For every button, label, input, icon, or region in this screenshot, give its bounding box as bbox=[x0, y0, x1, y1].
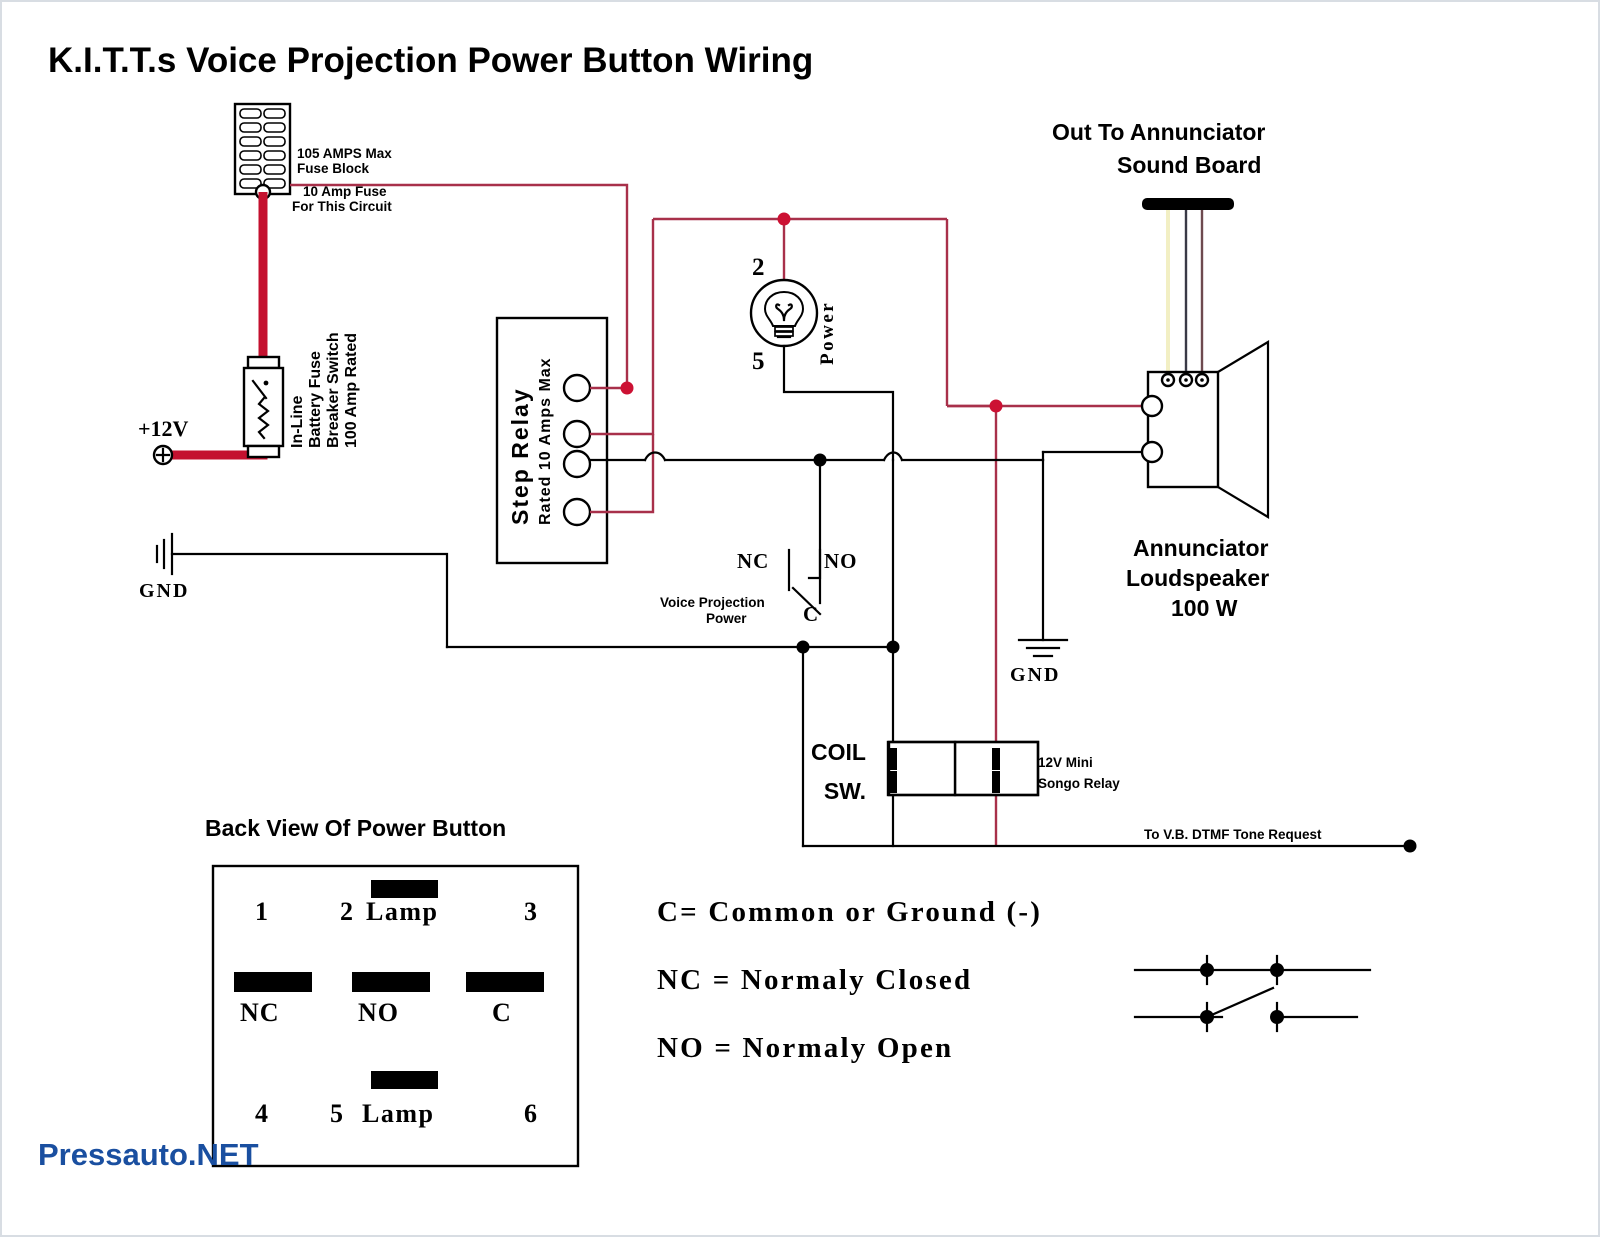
inline-fuse-line1: In-Line bbox=[289, 395, 306, 448]
junction-red-3 bbox=[989, 399, 1003, 413]
power-label: +12V bbox=[138, 416, 189, 441]
inline-fuse-line3: Breaker Switch bbox=[325, 332, 342, 448]
fuse-note-line1: 10 Amp Fuse bbox=[303, 184, 387, 199]
relay-sw-label: SW. bbox=[824, 778, 866, 804]
back-view-panel bbox=[211, 864, 580, 1168]
switch-c-label: C bbox=[803, 602, 818, 626]
pad-nc bbox=[234, 972, 312, 992]
fuse-block bbox=[233, 102, 292, 201]
annunciator-header-line1: Out To Annunciator bbox=[1052, 119, 1265, 145]
back-view-c-label: C bbox=[492, 998, 511, 1027]
relay-coil-label: COIL bbox=[811, 739, 866, 765]
ground-left-label: GND bbox=[139, 580, 189, 602]
pad-lamp-top bbox=[371, 880, 438, 898]
ground-right-label: GND bbox=[1010, 664, 1060, 686]
speaker-terminal-positive[interactable] bbox=[1140, 394, 1164, 418]
sound-board-wires bbox=[1166, 210, 1204, 382]
lamp-pin-bottom: 5 bbox=[752, 348, 765, 375]
watermark: Pressauto.NET bbox=[38, 1137, 259, 1172]
lamp-label: Power bbox=[817, 301, 838, 365]
switch-nc-label: NC bbox=[737, 549, 769, 573]
step-relay-label-line1: Step Relay bbox=[507, 387, 533, 525]
pad-lamp-bottom bbox=[371, 1071, 438, 1089]
inline-fuse-line2: Battery Fuse bbox=[307, 351, 324, 448]
step-relay-terminal-1[interactable] bbox=[562, 373, 592, 403]
speaker-terminal-negative[interactable] bbox=[1140, 440, 1164, 464]
legend-line-c: C= Common or Ground (-) bbox=[657, 896, 1042, 928]
inline-fuse-breaker bbox=[242, 355, 285, 459]
voice-projection-switch-symbol bbox=[787, 548, 822, 616]
ground-left-symbol bbox=[155, 532, 174, 576]
fuse-note-line2: For This Circuit bbox=[292, 199, 392, 214]
annunciator-loudspeaker bbox=[1140, 340, 1270, 519]
relay-pin-sw-left bbox=[889, 771, 897, 793]
page-title: K.I.T.T.s Voice Projection Power Button … bbox=[48, 41, 813, 80]
legend-switch-schematic bbox=[1133, 954, 1372, 1033]
legend-line-no: NO = Normaly Open bbox=[657, 1032, 953, 1064]
inline-fuse-label: In-Line Battery Fuse Breaker Switch 100 … bbox=[289, 332, 360, 448]
lamp-indicator bbox=[749, 278, 819, 348]
black-wire-network bbox=[170, 344, 1417, 853]
songo-relay bbox=[886, 740, 1040, 797]
back-view-pin-4: 4 bbox=[255, 1099, 268, 1128]
back-view-lamp-bottom-label: Lamp bbox=[362, 1099, 434, 1128]
back-view-pin-3: 3 bbox=[524, 897, 537, 926]
speaker-label-line2: Loudspeaker bbox=[1126, 565, 1269, 591]
annunciator-header-line2: Sound Board bbox=[1117, 152, 1261, 178]
step-relay-terminal-3[interactable] bbox=[562, 449, 592, 479]
lamp-pin-top: 2 bbox=[752, 254, 765, 281]
back-view-lamp-top-label: Lamp bbox=[366, 897, 438, 926]
relay-pin-coil-left bbox=[889, 748, 897, 770]
step-relay-label-line2: Rated 10 Amps Max bbox=[537, 357, 554, 525]
back-view-no-label: NO bbox=[358, 998, 399, 1027]
step-relay-terminal-4[interactable] bbox=[562, 497, 592, 527]
step-relay-terminal-2[interactable] bbox=[562, 419, 592, 449]
inline-fuse-line4: 100 Amp Rated bbox=[343, 333, 360, 448]
relay-pin-sw-right bbox=[992, 771, 1000, 793]
step-relay bbox=[495, 316, 609, 565]
power-terminal bbox=[152, 444, 174, 466]
dtmf-terminal-dot bbox=[1403, 839, 1417, 853]
fuse-block-label-line1: 105 AMPS Max bbox=[297, 146, 392, 161]
fuse-block-label-line2: Fuse Block bbox=[297, 161, 370, 176]
back-view-pin-5: 5 bbox=[330, 1099, 343, 1128]
dtmf-label: To V.B. DTMF Tone Request bbox=[1144, 827, 1322, 842]
switch-caption-line1: Voice Projection bbox=[660, 595, 765, 610]
relay-name-line2: Songo Relay bbox=[1038, 776, 1120, 791]
pad-no bbox=[352, 972, 430, 992]
relay-name-line1: 12V Mini bbox=[1038, 755, 1093, 770]
red-wire-network bbox=[290, 183, 1148, 846]
relay-pin-coil-right bbox=[992, 748, 1000, 770]
speaker-label-line1: Annunciator bbox=[1133, 535, 1268, 561]
junction-red-1 bbox=[620, 381, 634, 395]
back-view-title: Back View Of Power Button bbox=[205, 815, 506, 841]
back-view-nc-label: NC bbox=[240, 998, 280, 1027]
junction-red-2 bbox=[777, 212, 791, 226]
speaker-label-line3: 100 W bbox=[1171, 595, 1238, 621]
switch-no-label: NO bbox=[824, 549, 858, 573]
ground-right-symbol bbox=[1017, 638, 1069, 658]
legend-line-nc: NC = Normaly Closed bbox=[657, 964, 972, 996]
pad-c bbox=[466, 972, 544, 992]
back-view-pin-2: 2 bbox=[340, 897, 353, 926]
switch-caption-line2: Power bbox=[706, 611, 747, 626]
back-view-pin-1: 1 bbox=[255, 897, 268, 926]
back-view-pin-6: 6 bbox=[524, 1099, 537, 1128]
sound-board-connector bbox=[1142, 198, 1234, 210]
